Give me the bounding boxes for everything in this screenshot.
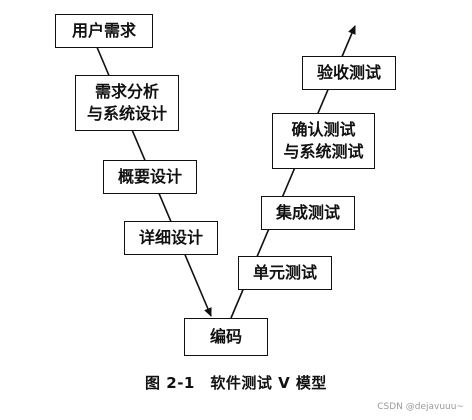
stage-acceptance-test: 验收测试 (302, 56, 396, 90)
v-model-connectors (87, 25, 356, 319)
stage-high-level-design: 概要设计 (103, 160, 197, 194)
stage-user-requirements: 用户需求 (55, 14, 153, 48)
stage-detailed-design: 详细设计 (124, 221, 218, 255)
stage-requirements-analysis: 需求分析 与系统设计 (75, 75, 179, 131)
stage-unit-test: 单元测试 (238, 256, 332, 290)
stage-integration-test: 集成测试 (261, 196, 355, 230)
stage-system-test: 确认测试 与系统测试 (272, 113, 375, 169)
figure-caption: 图 2-1 软件测试 V 模型 (145, 374, 327, 392)
stage-coding: 编码 (184, 318, 268, 356)
watermark: CSDN @dejavuuu~ (377, 402, 464, 412)
